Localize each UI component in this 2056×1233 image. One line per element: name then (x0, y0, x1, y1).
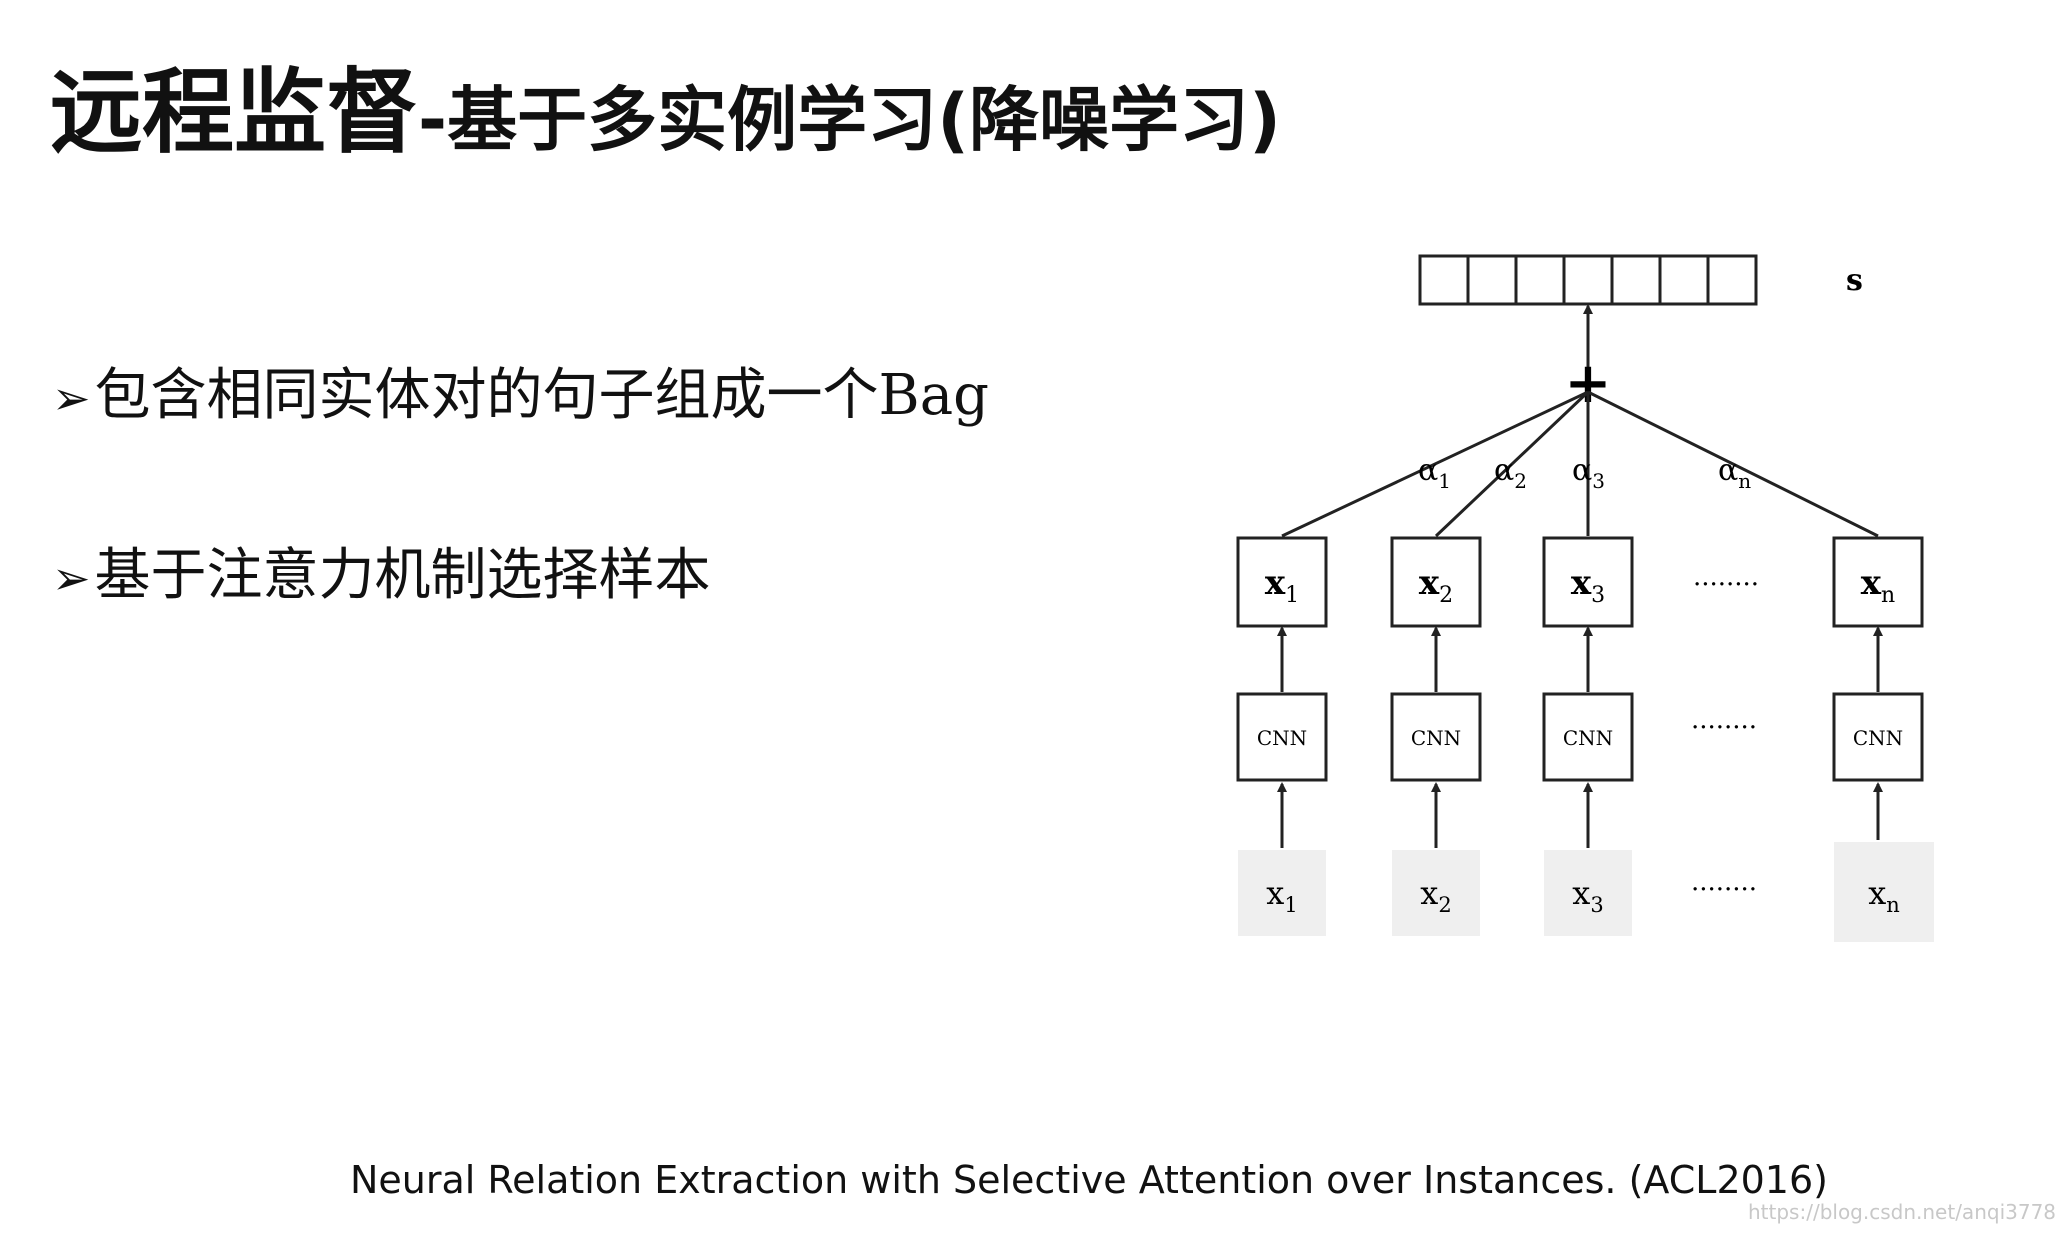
input-sentence-box (1238, 850, 1326, 936)
weight-line-1 (1281, 390, 1589, 538)
bullet-item-attention: ➢基于注意力机制选择样本 (52, 530, 711, 611)
input-sentence-label: x1 (1266, 874, 1297, 917)
instance-column-n: xn CNN xn (1832, 536, 1934, 942)
alpha-label-3: α3 (1572, 453, 1605, 493)
watermark: https://blog.csdn.net/anqi3778 (1748, 1200, 2056, 1224)
bullet-arrow-icon: ➢ (52, 551, 91, 605)
cnn-label: CNN (1411, 726, 1461, 750)
cnn-box (1390, 692, 1482, 782)
instance-column-1: x1 CNN x1 (1236, 536, 1328, 936)
bullet-text: 基于注意力机制选择样本 (94, 543, 711, 608)
bullet-arrow-icon: ➢ (52, 371, 91, 425)
slide-title: 远程监督-基于多实例学习(降噪学习) (50, 38, 1281, 171)
ellipsis-vectors: ........ (1693, 562, 1759, 592)
cnn-box (1236, 692, 1328, 782)
bullet-text: 包含相同实体对的句子组成一个Bag (94, 363, 989, 428)
input-sentence-box (1544, 850, 1632, 936)
output-vector (1418, 254, 1758, 306)
attention-diagram: s + α1 α2 α3 αn x1 CNN x1 x2 CNN x2 x3 (1236, 254, 1934, 942)
alpha-label-1: α1 (1418, 453, 1451, 493)
input-sentence-box (1834, 842, 1934, 942)
instance-vector-label: xn (1861, 563, 1895, 608)
instance-vector-label: x1 (1265, 563, 1299, 608)
instance-column-2: x2 CNN x2 (1390, 536, 1482, 936)
ellipsis-inputs: ........ (1691, 867, 1757, 897)
weight-line-n (1587, 390, 1879, 538)
input-sentence-box (1392, 850, 1480, 936)
slide-title-subtitle: -基于多实例学习(降噪学习) (418, 79, 1282, 161)
input-sentence-label: x3 (1572, 874, 1603, 917)
alpha-label-n: αn (1718, 453, 1751, 493)
instance-vector-box (1542, 536, 1634, 628)
cnn-box (1832, 692, 1924, 782)
instance-vector-label: x2 (1419, 563, 1453, 608)
cnn-label: CNN (1257, 726, 1307, 750)
alpha-label-2: α2 (1494, 453, 1527, 493)
output-label: s (1846, 263, 1863, 298)
bullet-item-bag: ➢包含相同实体对的句子组成一个Bag (52, 350, 989, 431)
slide-title-main: 远程监督 (50, 59, 419, 166)
cnn-label: CNN (1563, 726, 1613, 750)
weight-line-2 (1434, 390, 1590, 538)
ellipsis-cnn: ........ (1691, 705, 1757, 735)
instance-vector-box (1236, 536, 1328, 628)
figure-caption: Neural Relation Extraction with Selectiv… (350, 1158, 1828, 1202)
input-sentence-label: xn (1868, 874, 1900, 917)
input-sentence-label: x2 (1420, 874, 1451, 917)
instance-vector-label: x3 (1571, 563, 1605, 608)
cnn-box (1542, 692, 1634, 782)
instance-column-3: x3 CNN x3 (1542, 536, 1634, 936)
cnn-label: CNN (1853, 726, 1903, 750)
